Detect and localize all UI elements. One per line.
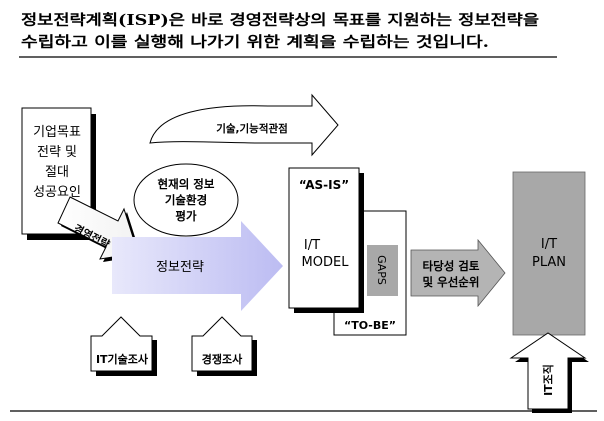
tech-curved-arrow: [149, 93, 339, 157]
current-eval-line-2: 기술환경: [165, 193, 207, 207]
current-eval-ellipse: [133, 163, 239, 237]
review-line-1: 타당성 검토: [423, 259, 480, 273]
gaps-bar: [367, 245, 398, 296]
info-strategy-label: 정보전략: [156, 260, 204, 275]
competitor-survey-label: 경쟁조사: [202, 352, 243, 366]
goals-line-1: 기업목표: [33, 125, 81, 140]
it-org-label: IT조직: [541, 364, 555, 396]
goals-line-3: 절대: [45, 165, 69, 180]
review-arrow: [410, 238, 506, 308]
it-plan-line-1: I/T: [541, 237, 557, 252]
it-model-box: [288, 167, 360, 309]
it-survey-shadow: [96, 340, 157, 376]
it-plan-box: [512, 171, 586, 336]
it-model-line-2: MODEL: [302, 255, 350, 270]
it-org-arrow: [509, 332, 587, 410]
to-be-label: “TO-BE”: [344, 319, 396, 332]
header-line-2: 수립하고 이를 실행해 나가기 위한 계획을 수립하는 것입니다.: [21, 33, 489, 51]
current-eval-line-1: 현재의 정보: [158, 177, 215, 191]
it-model-line-1: I/T: [304, 238, 320, 253]
review-line-2: 및 우선순위: [423, 275, 480, 289]
it-survey-label: IT기술조사: [96, 352, 149, 366]
it-plan-line-2: PLAN: [532, 255, 566, 270]
goals-line-4: 성공요인: [33, 185, 81, 200]
info-strategy-arrow: [112, 221, 283, 311]
competitor-survey-shadow: [197, 340, 257, 376]
goals-line-2: 전략 및: [37, 145, 77, 160]
header-line-1: 정보전략계획(ISP)은 바로 경영전략상의 목표를 지원하는 정보전략을: [21, 11, 539, 29]
current-eval-line-3: 평가: [175, 209, 197, 223]
as-is-label: “AS-IS”: [299, 178, 349, 192]
tech-arrow-label: 기술,기능적관점: [216, 122, 288, 135]
gaps-label: GAPS: [375, 255, 388, 285]
